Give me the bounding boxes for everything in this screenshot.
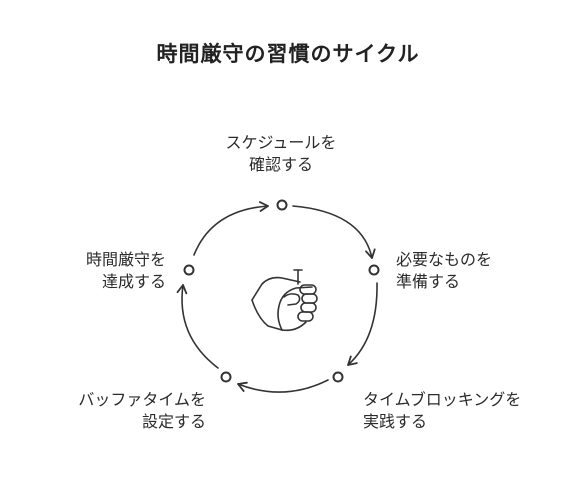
node-prepare-items (368, 264, 380, 276)
node-achieve-punctuality (183, 264, 195, 276)
cycle-arrow-3 (237, 379, 329, 393)
cycle-arrow-4 (176, 284, 219, 369)
fist-hand-icon (251, 269, 318, 332)
step-label-achieve-punctuality: 時間厳守を 達成する (36, 249, 166, 293)
step-label-line1: タイムブロッキングを (363, 390, 522, 409)
step-label-line2: 達成する (101, 272, 166, 291)
cycle-arrow-1 (292, 205, 376, 259)
step-label-line2: 設定する (141, 412, 206, 431)
step-label-line1: スケジュールを (225, 133, 337, 152)
node-check-schedule (276, 199, 288, 211)
step-label-prepare-items: 必要なものを 準備する (396, 249, 492, 293)
step-label-line2: 準備する (396, 272, 461, 291)
node-buffer-time (220, 371, 232, 383)
step-label-line1: バッファタイムを (78, 390, 206, 409)
diagram-title: 時間厳守の習慣のサイクル (156, 42, 420, 66)
step-label-buffer-time: バッファタイムを 設定する (36, 389, 206, 433)
step-label-line2: 実践する (363, 412, 428, 431)
step-label-check-schedule: スケジュールを 確認する (196, 132, 366, 176)
step-label-time-blocking: タイムブロッキングを 実践する (363, 389, 521, 433)
step-label-line1: 時間厳守を (85, 250, 166, 269)
step-label-line1: 必要なものを (396, 250, 493, 269)
step-label-line2: 確認する (248, 155, 313, 174)
cycle-arrow-2 (347, 282, 378, 366)
cycle-arrow-5 (193, 201, 269, 256)
node-time-blocking (332, 371, 344, 383)
